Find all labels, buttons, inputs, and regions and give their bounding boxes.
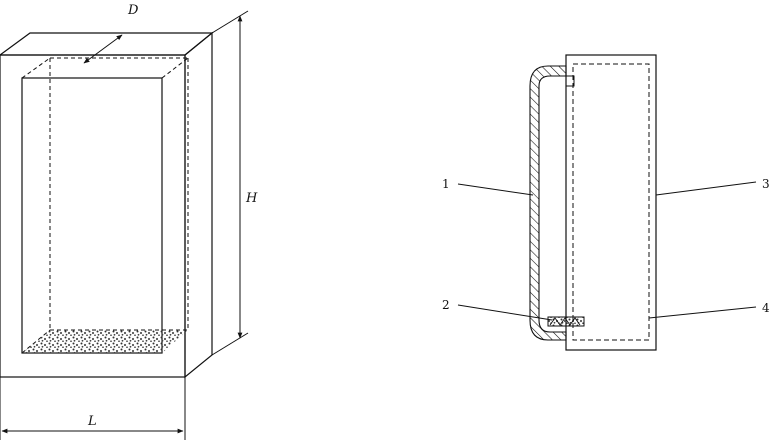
callout-1-label: 1 xyxy=(442,177,450,191)
pipe-top-hook xyxy=(566,75,575,87)
box-top-face xyxy=(0,32,214,56)
container-box xyxy=(0,31,214,379)
leader-1 xyxy=(457,183,534,196)
hidden-edges xyxy=(21,57,189,354)
dimension-l xyxy=(0,377,186,440)
section-view xyxy=(565,54,657,351)
callout-2-label: 2 xyxy=(442,298,450,312)
box-front-face xyxy=(0,54,186,378)
leader-2 xyxy=(457,304,553,321)
leader-4 xyxy=(648,306,757,319)
box-inner-opening xyxy=(21,77,163,354)
panel-inner-dashed xyxy=(572,63,650,341)
leader-3 xyxy=(655,181,757,196)
dimension-h xyxy=(211,10,249,356)
dimension-d-label: D xyxy=(127,3,139,18)
gravel-pad-zigzag xyxy=(549,317,581,326)
callout-4-label: 4 xyxy=(762,301,770,315)
gravel-pad xyxy=(547,316,585,327)
dimension-h-label: H xyxy=(245,191,258,206)
panel-outer xyxy=(565,54,657,351)
gravel-layer xyxy=(22,330,188,353)
dimension-d: D xyxy=(83,3,139,64)
hatched-pipe xyxy=(529,65,567,341)
dimension-l-label: L xyxy=(87,414,97,429)
box-side-face xyxy=(184,31,213,379)
callout-3-label: 3 xyxy=(762,177,770,191)
callout-leaders xyxy=(457,181,757,321)
